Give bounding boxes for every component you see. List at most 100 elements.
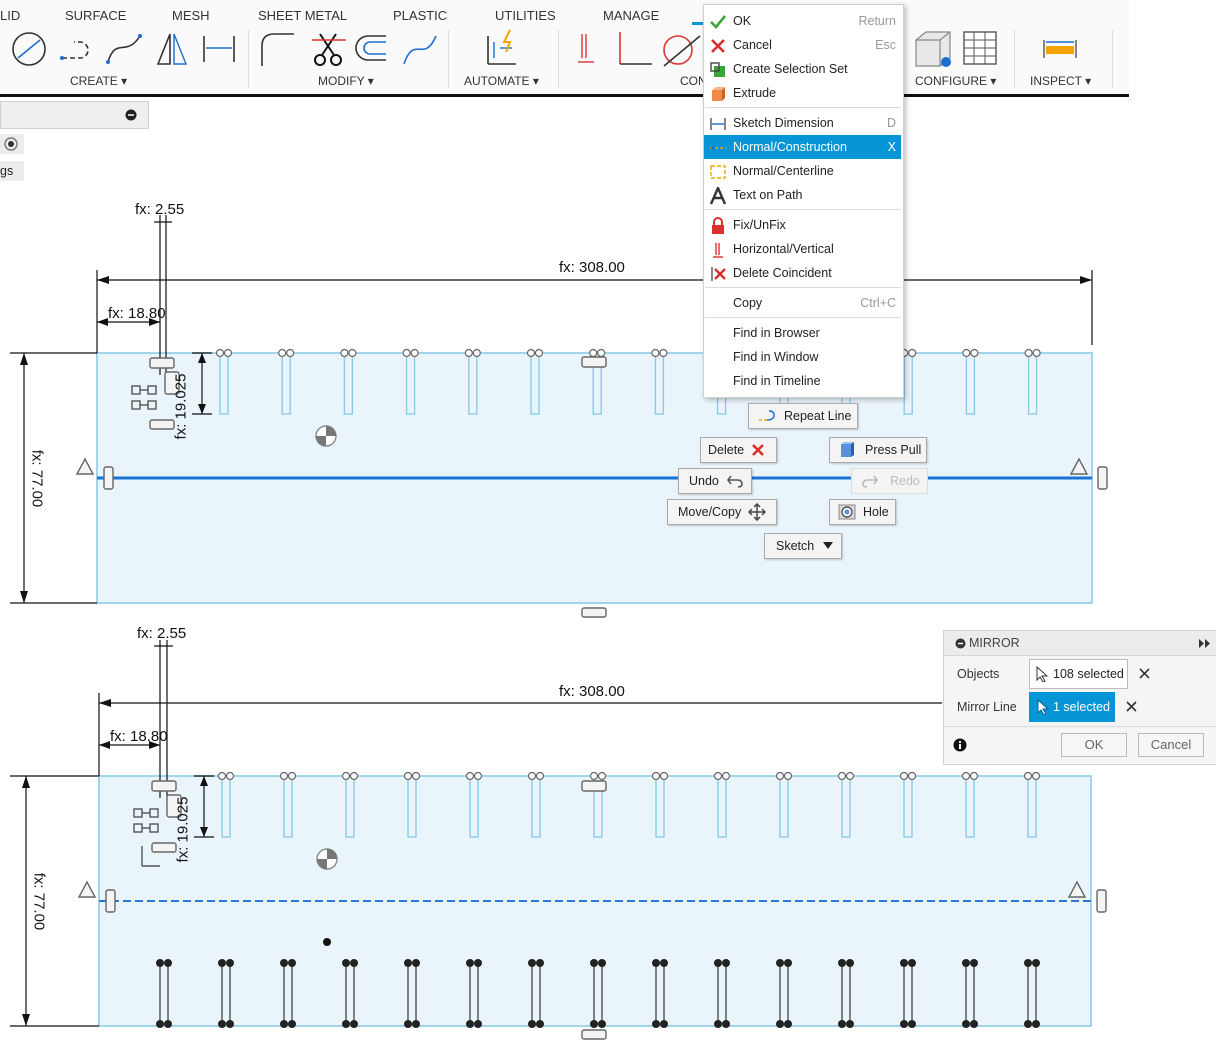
dimension-offset-lower[interactable]: fx: 18.80 (110, 728, 168, 745)
slot[interactable] (278, 348, 295, 415)
menu-item-horizontal-vertical[interactable]: Horizontal/Vertical (704, 237, 901, 261)
menu-item-cancel[interactable]: Cancel Esc (704, 33, 901, 57)
slot[interactable] (900, 348, 917, 415)
sketch-point (970, 959, 978, 967)
hole-button[interactable]: Hole (829, 499, 896, 525)
slot[interactable] (589, 348, 606, 415)
slot[interactable] (526, 348, 544, 415)
coincident-point (217, 771, 227, 781)
slot[interactable] (651, 348, 668, 415)
info-icon[interactable] (953, 738, 967, 752)
cancel-button[interactable]: Cancel (1138, 733, 1204, 757)
create-tools-icons[interactable] (8, 28, 248, 70)
press-pull-button[interactable]: Press Pull (829, 437, 927, 463)
dimension-height[interactable]: fx: 77.00 (28, 449, 46, 508)
coincident-point (721, 771, 731, 781)
slot[interactable] (464, 348, 481, 415)
repeat-line-button[interactable]: Repeat Line (748, 403, 858, 429)
slot[interactable] (341, 771, 359, 838)
slot[interactable] (279, 771, 297, 838)
clear-mirror-line-x-icon[interactable] (1126, 701, 1137, 712)
slot[interactable] (403, 771, 421, 838)
dimension-offset[interactable]: fx: 18.80 (108, 305, 166, 322)
slot[interactable] (1023, 771, 1041, 838)
expand-double-arrow-icon[interactable] (1199, 639, 1211, 648)
menu-item-text-on-path[interactable]: Text on Path (704, 183, 901, 207)
menu-item-find-in-window[interactable]: Find in Window (733, 350, 819, 364)
modify-tools-icons[interactable] (256, 28, 446, 70)
tab-mesh[interactable]: MESH (172, 8, 210, 23)
tab-solid[interactable]: LID (0, 8, 21, 23)
dimension-slot-width[interactable]: fx: 2.55 (135, 201, 185, 218)
coincident-point (659, 771, 669, 781)
sketch-point (776, 959, 784, 967)
slot[interactable] (1024, 348, 1041, 415)
clear-objects-x-icon[interactable] (1139, 668, 1150, 679)
tab-utilities[interactable]: UTILITIES (495, 8, 556, 23)
tab-surface[interactable]: SURFACE (65, 8, 127, 23)
menu-item-copy[interactable]: Copy Ctrl+C (733, 296, 896, 310)
automate-group-label[interactable]: AUTOMATE ▾ (464, 74, 539, 88)
tab-sheet-metal[interactable]: SHEET METAL (258, 8, 348, 23)
menu-item-ok[interactable]: OK Return (704, 9, 901, 33)
ok-button[interactable]: OK (1061, 733, 1127, 757)
slot[interactable] (651, 771, 669, 838)
constrain-tools-icons[interactable] (574, 28, 704, 70)
collapse-minus-icon[interactable] (125, 109, 137, 121)
dimension-tool-icon (203, 36, 235, 62)
slot[interactable] (837, 771, 855, 838)
menu-item-extrude[interactable]: Extrude (704, 81, 901, 105)
inspect-group-label[interactable]: INSPECT ▾ (1030, 74, 1092, 88)
symmetry-triangle-icon (77, 880, 97, 898)
menu-item-delete-coincident[interactable]: Delete Coincident (704, 261, 901, 285)
automate-tool-icon[interactable] (484, 28, 524, 70)
slot[interactable] (465, 771, 483, 838)
sketch-point (226, 959, 234, 967)
mirrored-slot (838, 959, 854, 1028)
slot[interactable] (962, 348, 979, 415)
coincident-point (961, 771, 971, 781)
objects-selection-box[interactable]: 108 selected (1029, 659, 1128, 689)
menu-item-normal-construction[interactable]: Normal/Construction X (704, 135, 901, 159)
slot[interactable] (899, 771, 917, 838)
dimension-overall-length[interactable]: fx: 308.00 (559, 259, 625, 276)
move-copy-button[interactable]: Move/Copy (667, 499, 777, 525)
menu-item-create-selection-set[interactable]: Create Selection Set (704, 57, 901, 81)
measure-tool-icon[interactable] (1040, 28, 1080, 70)
dimension-slot-depth-lower[interactable]: fx: 19.025 (174, 796, 192, 863)
undo-button[interactable]: Undo (678, 468, 752, 494)
perpendicular-glyph-icon (141, 846, 160, 867)
menu-item-normal-centerline[interactable]: Normal/Centerline (704, 159, 901, 183)
slot[interactable] (527, 771, 545, 838)
collapse-minus-icon[interactable] (955, 638, 966, 649)
constrain-group-label[interactable]: CON (680, 74, 707, 88)
tab-plastic[interactable]: PLASTIC (393, 8, 448, 23)
configure-tools-icons[interactable] (912, 28, 1002, 70)
create-group-label[interactable]: CREATE ▾ (70, 74, 128, 88)
dimension-slot-depth[interactable]: fx: 19.025 (172, 373, 190, 440)
slot[interactable] (215, 348, 233, 415)
tab-manage[interactable]: MANAGE (603, 8, 660, 23)
browser-row-partial[interactable]: gs (0, 161, 24, 181)
menu-item-sketch-dimension[interactable]: Sketch Dimension D (704, 111, 901, 135)
sketch-dropdown-button[interactable]: Sketch (764, 533, 842, 559)
menu-item-fix-unfix[interactable]: Fix/UnFix (704, 213, 901, 237)
slot[interactable] (775, 771, 793, 838)
slot[interactable] (340, 348, 357, 415)
dimension-overall-length-lower[interactable]: fx: 308.00 (559, 683, 625, 700)
slot[interactable] (961, 771, 979, 838)
radio-visibility-icon[interactable] (4, 137, 18, 151)
delete-button[interactable]: Delete (700, 437, 777, 463)
modify-group-label[interactable]: MODIFY ▾ (318, 74, 374, 88)
slot[interactable] (402, 348, 419, 415)
slot[interactable] (713, 771, 731, 838)
menu-item-find-in-timeline[interactable]: Find in Timeline (733, 374, 821, 388)
configure-group-label[interactable]: CONFIGURE ▾ (915, 74, 997, 88)
mirror-line-selection-box[interactable]: 1 selected (1029, 692, 1115, 722)
slot[interactable] (217, 771, 235, 838)
menu-item-find-in-browser[interactable]: Find in Browser (733, 326, 820, 340)
dimension-height-lower[interactable]: fx: 77.00 (30, 872, 48, 931)
slot[interactable] (589, 771, 607, 838)
dimension-slot-width-lower[interactable]: fx: 2.55 (137, 625, 187, 642)
